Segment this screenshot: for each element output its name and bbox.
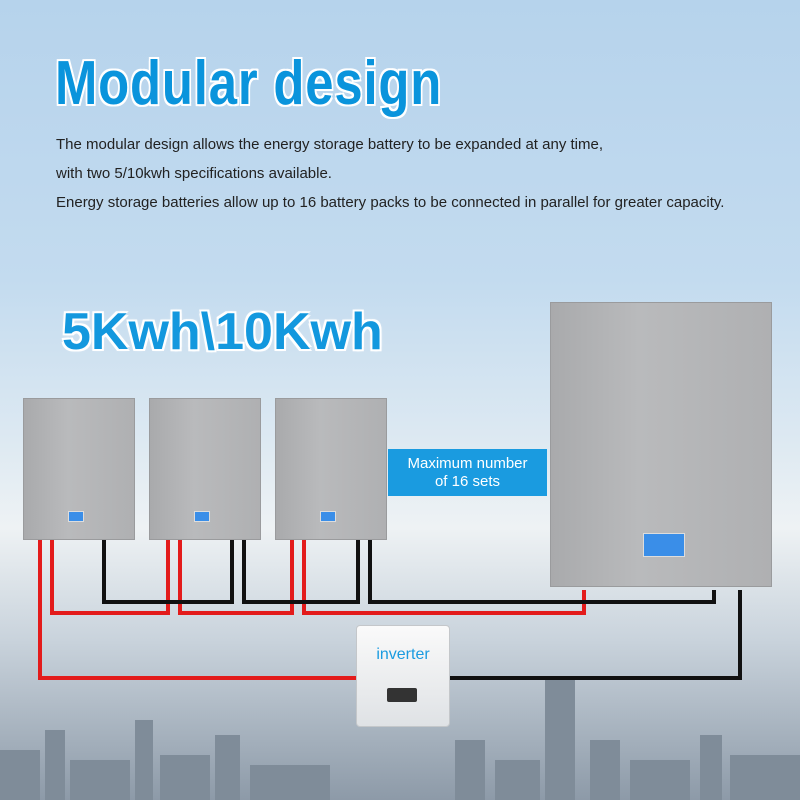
positive-wire xyxy=(38,540,358,680)
inverter-label: inverter xyxy=(376,646,430,663)
battery-5kwh xyxy=(275,398,387,540)
negative-wire xyxy=(448,590,742,680)
battery-10kwh xyxy=(550,302,772,587)
description: The modular design allows the energy sto… xyxy=(56,130,724,217)
battery-display xyxy=(194,511,210,522)
battery-5kwh xyxy=(23,398,135,540)
positive-wire xyxy=(178,540,294,615)
negative-wire xyxy=(368,540,716,604)
inverter: inverter xyxy=(356,625,450,727)
city-skyline-background xyxy=(0,680,800,800)
callout-line: of 16 sets xyxy=(434,473,501,490)
callout-line: Maximum number xyxy=(407,455,528,472)
description-line: Energy storage batteries allow up to 16 … xyxy=(56,194,725,211)
positive-wire xyxy=(50,540,170,615)
battery-display xyxy=(643,533,685,557)
negative-wire xyxy=(242,540,360,604)
page-title: Modular design xyxy=(55,49,443,118)
battery-display xyxy=(68,511,84,522)
battery-display xyxy=(320,511,336,522)
negative-wire xyxy=(102,540,234,604)
description-line: with two 5/10kwh specifications availabl… xyxy=(56,165,332,182)
battery-5kwh xyxy=(149,398,261,540)
capacity-heading: 5Kwh\10Kwh xyxy=(62,303,383,361)
max-sets-callout: Maximum number of 16 sets xyxy=(388,449,547,496)
inverter-display xyxy=(387,688,417,702)
description-line: The modular design allows the energy sto… xyxy=(56,136,603,153)
